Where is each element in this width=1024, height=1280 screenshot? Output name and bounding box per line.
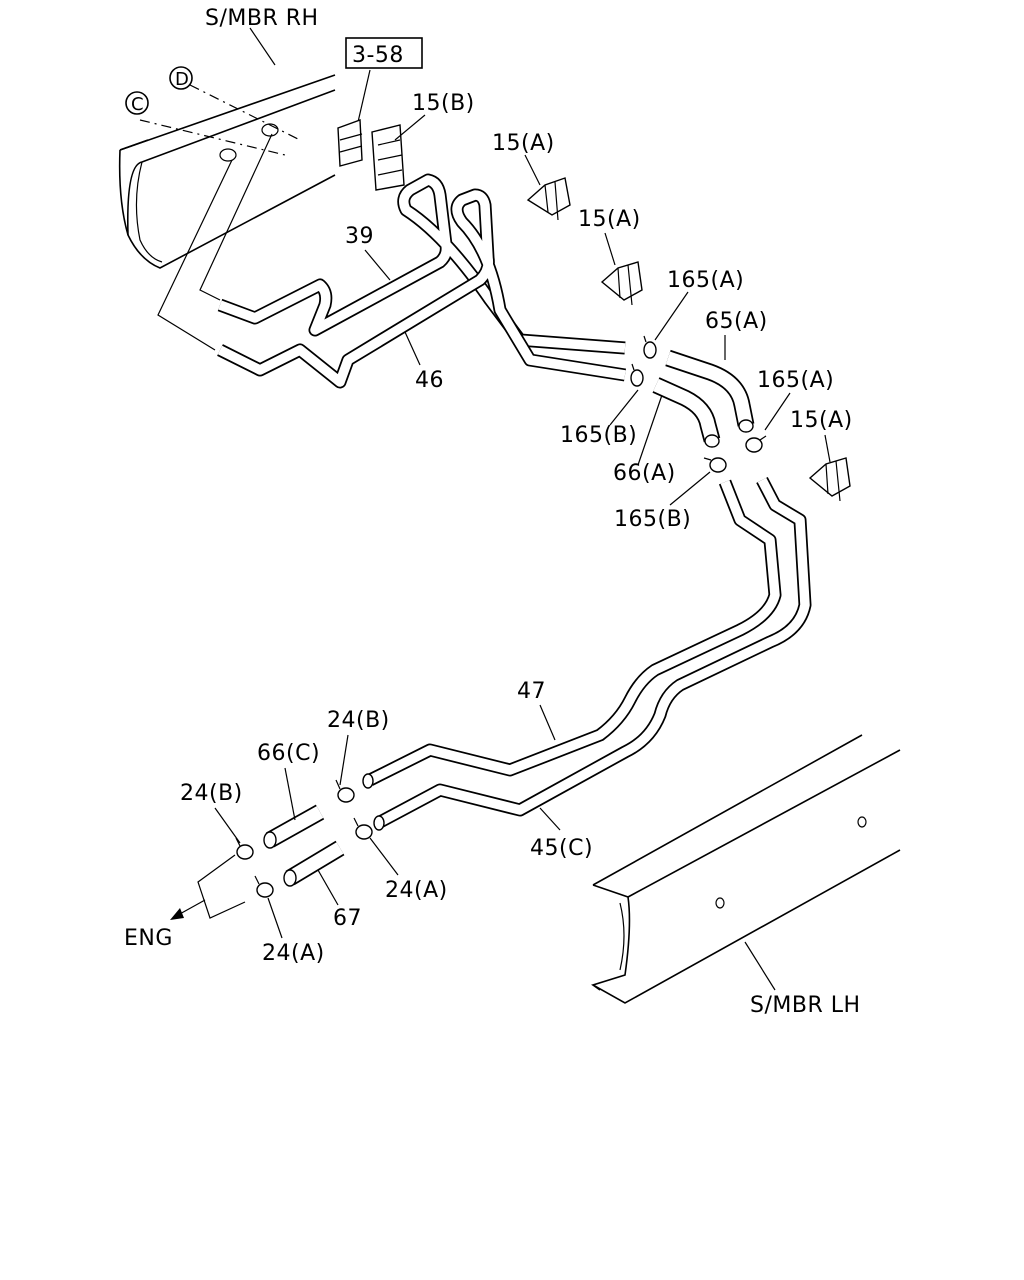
clamp-24b-2 bbox=[235, 837, 254, 860]
clip-15a-2 bbox=[600, 261, 643, 306]
label-165b-1: 165(B) bbox=[560, 423, 637, 448]
label-165b-2: 165(B) bbox=[614, 507, 691, 532]
hose-65a bbox=[665, 349, 755, 433]
label-65a: 65(A) bbox=[705, 309, 768, 334]
eng-label: ENG bbox=[124, 926, 173, 951]
clip-15a-1 bbox=[526, 177, 571, 221]
callout-c: C bbox=[125, 91, 149, 115]
clamp-24b-1 bbox=[335, 779, 355, 803]
label-15a-3: 15(A) bbox=[790, 408, 853, 433]
clamp-165a-2 bbox=[745, 435, 767, 453]
hose-66a bbox=[652, 377, 721, 448]
clamp-165b-2 bbox=[703, 457, 727, 473]
hose-66c bbox=[263, 804, 325, 849]
eng-direction-arrow bbox=[170, 854, 246, 920]
label-66a: 66(A) bbox=[613, 461, 676, 486]
label-165a-2: 165(A) bbox=[757, 368, 834, 393]
label-15a-1: 15(A) bbox=[492, 131, 555, 156]
side-member-rh bbox=[118, 74, 336, 269]
label-24a-1: 24(A) bbox=[385, 878, 448, 903]
label-45c: 45(C) bbox=[530, 836, 593, 861]
smbr-rh-label: S/MBR RH bbox=[205, 6, 319, 31]
label-24b-2: 24(B) bbox=[180, 781, 243, 806]
label-67: 67 bbox=[333, 906, 362, 931]
hose-67 bbox=[283, 840, 345, 887]
clamp-24a-1 bbox=[353, 817, 373, 840]
label-46: 46 bbox=[415, 368, 444, 393]
callout-d: D bbox=[169, 66, 193, 90]
clip-15a-3 bbox=[808, 457, 851, 502]
tube-46 bbox=[217, 188, 627, 389]
circle-c-label: C bbox=[131, 94, 144, 115]
side-member-lh bbox=[590, 734, 901, 1004]
label-24a-2: 24(A) bbox=[262, 941, 325, 966]
ref-box-3-58: 3-58 bbox=[345, 37, 423, 136]
label-24b-1: 24(B) bbox=[327, 708, 390, 733]
label-47: 47 bbox=[517, 679, 546, 704]
ref-box-label: 3-58 bbox=[352, 43, 404, 68]
label-66c: 66(C) bbox=[257, 741, 320, 766]
label-15a-2: 15(A) bbox=[578, 207, 641, 232]
tube-47 bbox=[367, 479, 782, 786]
clamp-165a-1 bbox=[643, 335, 657, 359]
block-clip bbox=[337, 119, 405, 191]
tube-45c bbox=[376, 477, 812, 828]
tube-39 bbox=[217, 173, 626, 355]
clamp-165b-1 bbox=[630, 363, 644, 387]
circle-d-label: D bbox=[175, 69, 189, 90]
label-165a-1: 165(A) bbox=[667, 268, 744, 293]
label-39: 39 bbox=[345, 224, 374, 249]
clamp-24a-2 bbox=[254, 875, 274, 898]
label-15b: 15(B) bbox=[412, 91, 475, 116]
smbr-lh-label: S/MBR LH bbox=[750, 993, 861, 1018]
